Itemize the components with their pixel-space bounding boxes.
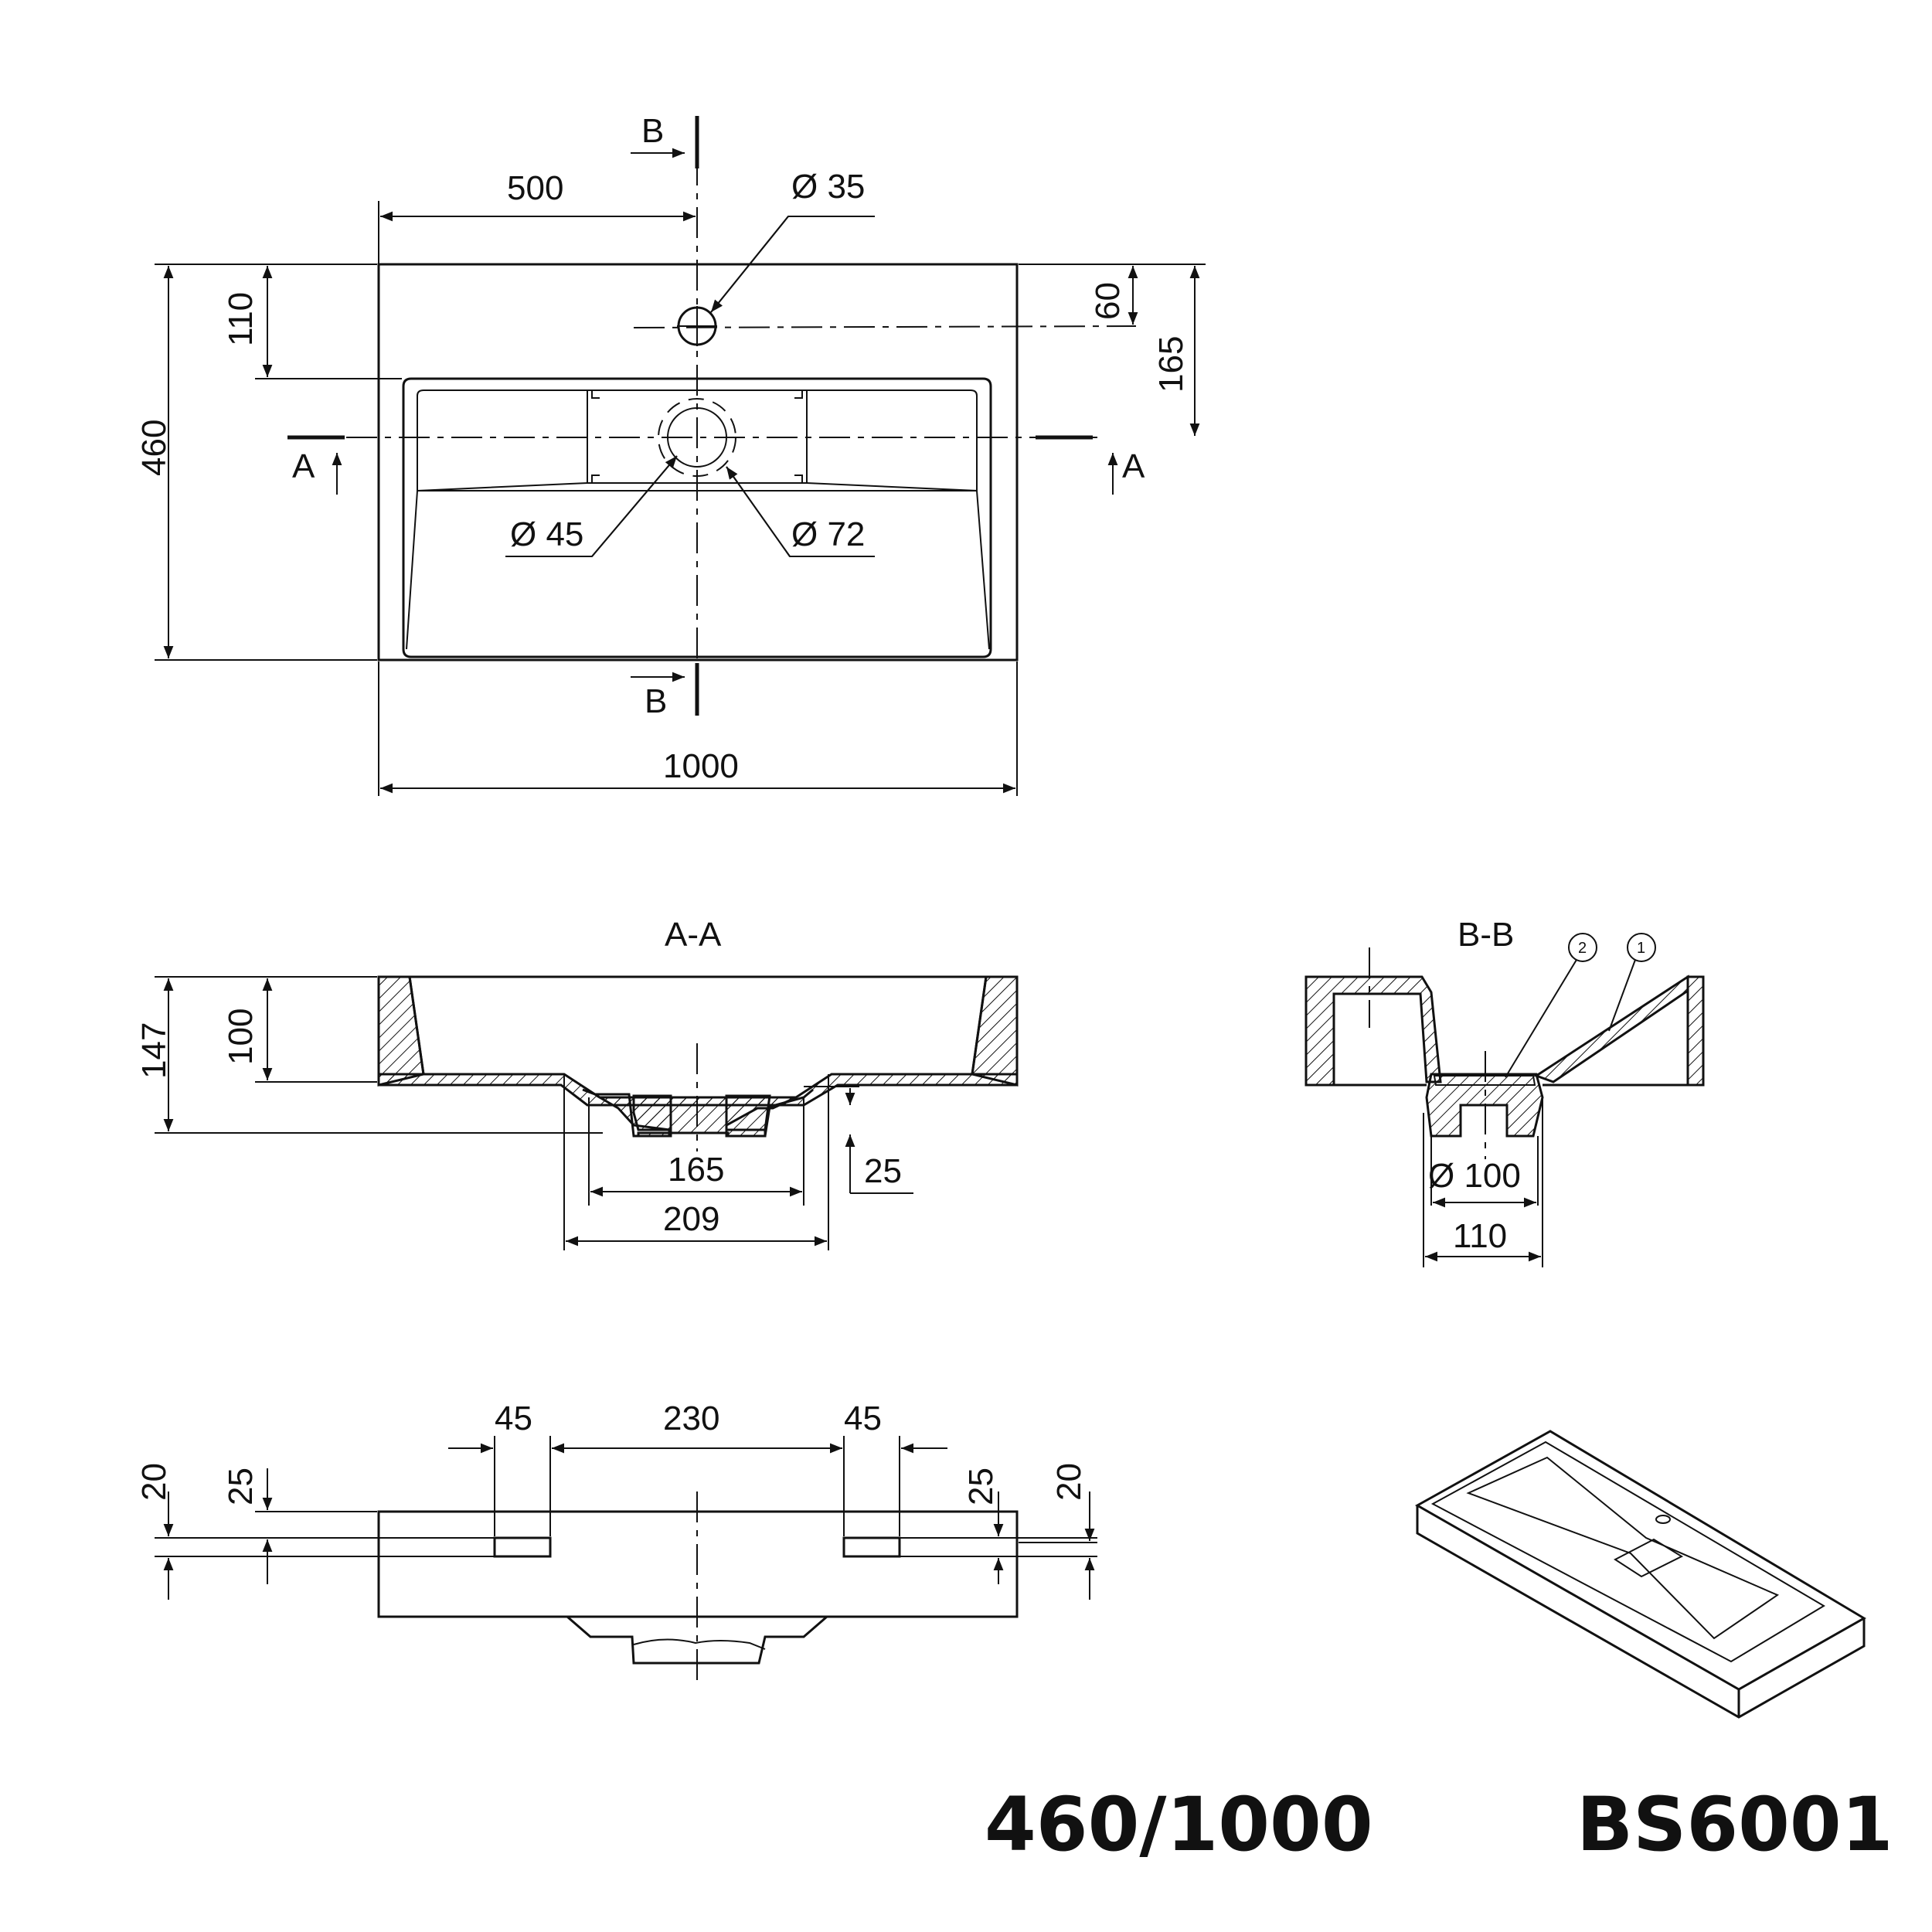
dim-drain-72: Ø 72 <box>791 515 865 553</box>
dim-diameter-100: Ø 100 <box>1428 1157 1521 1195</box>
isometric-view <box>1414 1430 1866 1719</box>
iso-tap-hole <box>1655 1515 1671 1524</box>
dim-tap-hole: Ø 35 <box>791 168 865 206</box>
dim-25-left: 25 <box>222 1468 260 1505</box>
callout-1-label: 1 <box>1637 940 1645 957</box>
plan-view: A A B B 500 Ø 35 110 460 60 165 <box>135 112 1206 796</box>
dim-165-aa: 165 <box>668 1151 724 1189</box>
title-block: 460/1000 BS6001 <box>985 1781 1893 1868</box>
section-bb-title: B-B <box>1458 916 1514 954</box>
section-bb: B-B 2 1 Ø 100 110 <box>1304 916 1705 1267</box>
section-aa: A-A 147 100 165 209 <box>135 916 1019 1250</box>
dim-20-right: 20 <box>1050 1463 1088 1501</box>
product-model: BS6001 <box>1577 1781 1893 1868</box>
callout-2-label: 2 <box>1578 940 1587 957</box>
iso-bowl <box>1430 1440 1825 1663</box>
dim-230: 230 <box>663 1400 719 1437</box>
front-view: 45 230 45 20 25 25 20 <box>135 1400 1097 1685</box>
section-a-right-label: A <box>1122 447 1145 485</box>
dim-500: 500 <box>507 169 563 207</box>
bowl-inner-top <box>417 389 978 492</box>
dim-60: 60 <box>1089 282 1127 320</box>
dim-45-left: 45 <box>495 1400 532 1437</box>
iso-top-face <box>1414 1430 1866 1691</box>
section-b-bottom-label: B <box>645 682 667 720</box>
section-bb-shelf <box>1533 975 1689 1083</box>
dim-drain-45: Ø 45 <box>510 515 583 553</box>
dim-110-plan: 110 <box>222 292 260 346</box>
dim-110-bb: 110 <box>1453 1217 1507 1255</box>
section-b-top-label: B <box>641 112 664 150</box>
dim-1000: 1000 <box>663 747 739 785</box>
dim-460: 460 <box>135 420 173 476</box>
section-aa-title: A-A <box>665 916 722 954</box>
dim-45-right: 45 <box>844 1400 882 1437</box>
dim-20-left: 20 <box>135 1463 173 1501</box>
dim-25-right: 25 <box>962 1468 1000 1505</box>
dim-147: 147 <box>135 1022 173 1079</box>
dim-165-plan: 165 <box>1152 336 1190 393</box>
bowl-outline <box>402 377 992 658</box>
dim-100: 100 <box>222 1009 260 1065</box>
callout-2 <box>1568 933 1597 962</box>
product-size: 460/1000 <box>985 1781 1373 1868</box>
callout-1 <box>1627 933 1656 962</box>
dim-25-aa: 25 <box>864 1152 902 1190</box>
slot-right <box>842 1536 901 1558</box>
slot-left <box>493 1536 552 1558</box>
section-a-left-label: A <box>292 447 315 485</box>
dim-209: 209 <box>663 1200 719 1238</box>
